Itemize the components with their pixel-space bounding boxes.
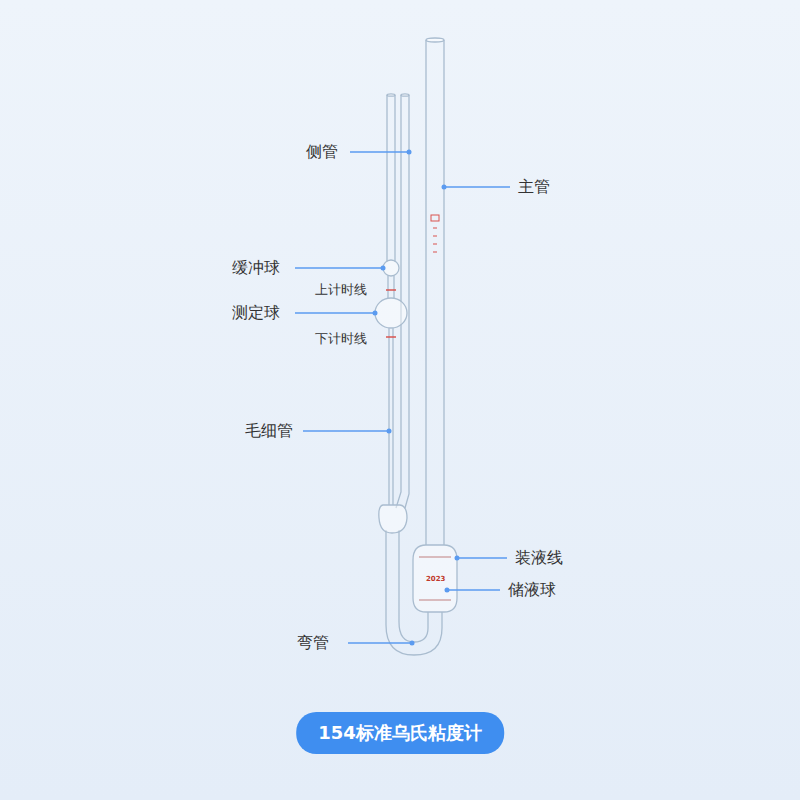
timing-line-label: 上计时线	[315, 283, 367, 296]
leader-line	[350, 151, 409, 152]
fill-line-label: 装液线	[515, 550, 563, 566]
leader-line	[457, 557, 507, 558]
leader-dot	[407, 150, 412, 155]
title-text: 154标准乌氏粘度计	[318, 722, 482, 743]
marking-lines	[386, 290, 451, 600]
measuring-bulb-label: 测定球	[232, 305, 280, 321]
leader-dot	[445, 588, 450, 593]
leader-line	[447, 589, 500, 590]
leader-line	[295, 312, 375, 313]
timing-line-label: 下计时线	[315, 332, 367, 345]
buffer-bulb-label: 缓冲球	[232, 260, 280, 276]
leader-dot	[387, 429, 392, 434]
leader-dot	[455, 556, 460, 561]
capillary-label: 毛细管	[245, 423, 293, 439]
bend-label: 弯管	[297, 635, 329, 651]
glass	[375, 38, 457, 655]
title-pill: 154标准乌氏粘度计	[296, 712, 504, 754]
leader-line	[348, 642, 412, 643]
leader-dot	[381, 266, 386, 271]
leader-dot	[410, 641, 415, 646]
logo-mark	[431, 215, 439, 252]
leader-dot	[442, 185, 447, 190]
main-tube-label: 主管	[518, 179, 550, 195]
leader-lines	[295, 150, 510, 646]
leader-dot	[373, 311, 378, 316]
side-tube-label: 侧管	[306, 144, 338, 160]
glass-marking: 2023	[426, 576, 445, 583]
reservoir-label: 储液球	[508, 582, 556, 598]
leader-line	[444, 186, 510, 187]
leader-line	[295, 267, 383, 268]
leader-line	[303, 430, 389, 431]
